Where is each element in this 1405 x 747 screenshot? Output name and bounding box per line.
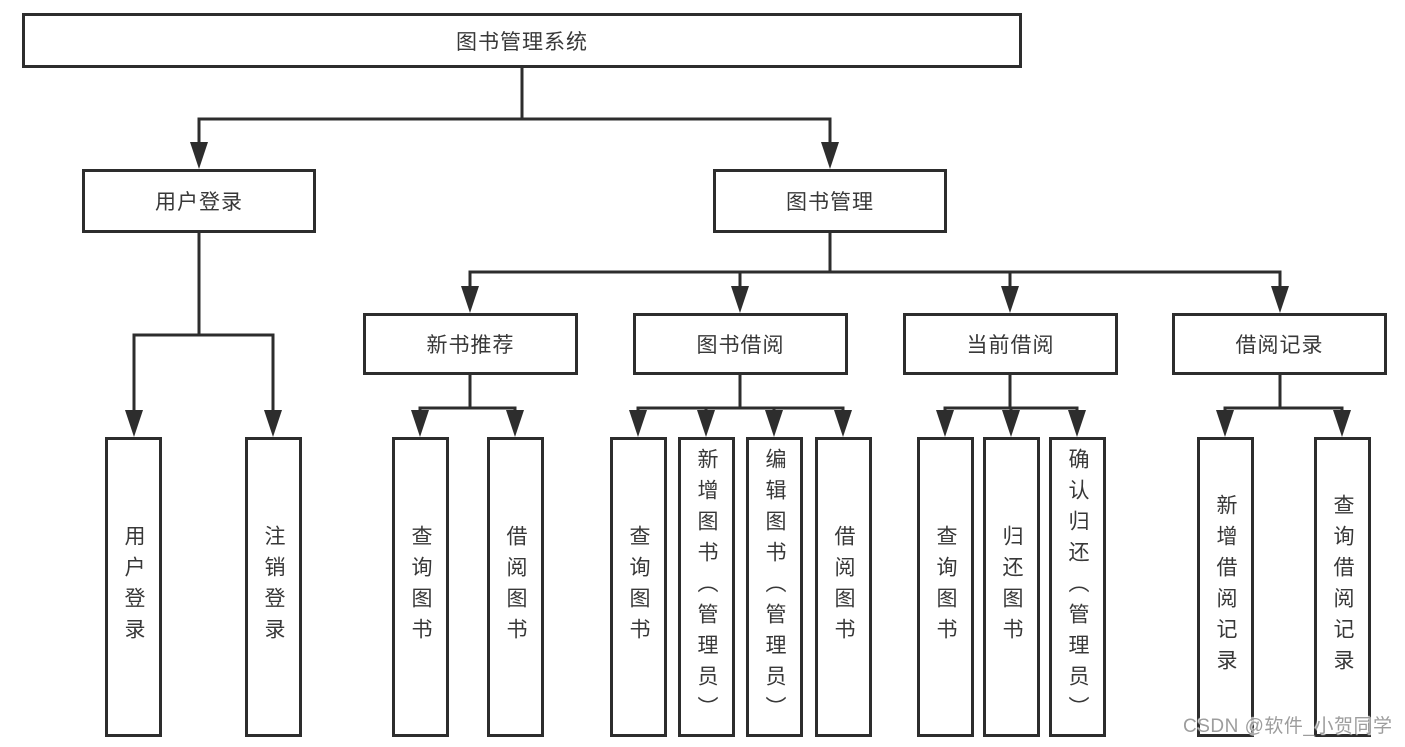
leaf-recommend-query-books: 查询图书 [392, 437, 449, 737]
node-book-management: 图书管理 [713, 169, 947, 233]
leaf-confirm-return-admin-label: 确认归还（管理员） [1066, 447, 1089, 727]
node-new-book-recommend-label: 新书推荐 [426, 334, 515, 357]
leaf-edit-books-admin: 编辑图书（管理员） [746, 437, 803, 737]
leaf-add-books-admin: 新增图书（管理员） [678, 437, 735, 737]
node-borrow-records: 借阅记录 [1172, 313, 1387, 375]
node-new-book-recommend: 新书推荐 [363, 313, 578, 375]
leaf-return-books: 归还图书 [983, 437, 1040, 737]
leaf-add-borrow-record: 新增借阅记录 [1197, 437, 1254, 737]
leaf-borrow-books: 借阅图书 [815, 437, 872, 737]
leaf-user-login: 用户登录 [105, 437, 162, 737]
leaf-logout-label: 注销登录 [262, 525, 285, 649]
leaf-recommend-query-books-label: 查询图书 [409, 525, 432, 649]
leaf-query-borrow-record-label: 查询借阅记录 [1331, 494, 1354, 680]
node-book-management-label: 图书管理 [786, 191, 874, 214]
node-user-login: 用户登录 [82, 169, 316, 233]
node-book-borrow: 图书借阅 [633, 313, 848, 375]
leaf-recommend-borrow-books-label: 借阅图书 [504, 525, 527, 649]
leaf-current-query-books-label: 查询图书 [934, 525, 957, 649]
leaf-borrow-books-label: 借阅图书 [832, 525, 855, 649]
node-current-borrow-label: 当前借阅 [966, 334, 1055, 357]
leaf-query-borrow-record: 查询借阅记录 [1314, 437, 1371, 737]
leaf-user-login-label: 用户登录 [122, 525, 145, 649]
node-book-borrow-label: 图书借阅 [696, 334, 785, 357]
leaf-add-borrow-record-label: 新增借阅记录 [1214, 494, 1237, 680]
leaf-borrow-query-books: 查询图书 [610, 437, 667, 737]
leaf-edit-books-admin-label: 编辑图书（管理员） [763, 447, 786, 727]
csdn-watermark: CSDN @软件_小贺同学 [1183, 716, 1393, 737]
leaf-borrow-query-books-label: 查询图书 [627, 525, 650, 649]
leaf-logout: 注销登录 [245, 437, 302, 737]
leaf-current-query-books: 查询图书 [917, 437, 974, 737]
node-current-borrow: 当前借阅 [903, 313, 1118, 375]
leaf-return-books-label: 归还图书 [1000, 525, 1023, 649]
leaf-confirm-return-admin: 确认归还（管理员） [1049, 437, 1106, 737]
leaf-recommend-borrow-books: 借阅图书 [487, 437, 544, 737]
node-library-system: 图书管理系统 [22, 13, 1022, 68]
node-library-system-label: 图书管理系统 [456, 30, 588, 54]
node-user-login-label: 用户登录 [155, 191, 243, 214]
leaf-add-books-admin-label: 新增图书（管理员） [695, 447, 718, 727]
node-borrow-records-label: 借阅记录 [1235, 334, 1324, 357]
